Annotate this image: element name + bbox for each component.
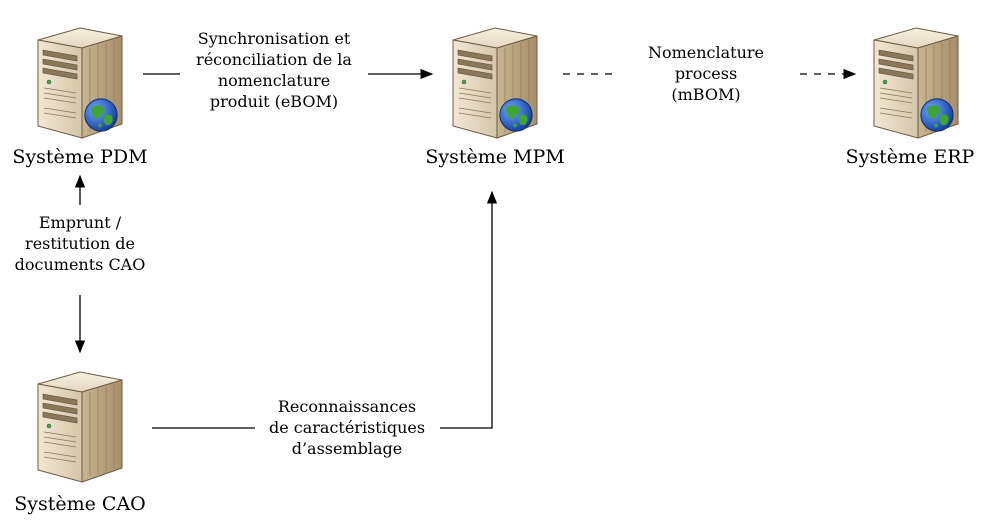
node-label-mpm: Système MPM <box>425 146 565 168</box>
mpm-server-icon <box>445 26 545 141</box>
edge-label-pdm-cao: Emprunt / restitution de documents CAO <box>14 213 146 274</box>
globe-icon <box>921 99 953 131</box>
edge-arrow-cao-mpm <box>440 190 498 429</box>
node-label-pdm: Système PDM <box>12 146 148 168</box>
erp-server-icon <box>866 26 966 141</box>
globe-icon <box>500 99 532 131</box>
cao-server-icon <box>30 370 130 485</box>
node-label-cao: Système CAO <box>14 493 146 515</box>
edge-label-cao-mpm: Reconnaissances de caractéristiques d’as… <box>268 397 426 458</box>
node-label-erp: Système ERP <box>845 146 975 168</box>
pdm-server-icon <box>30 26 130 141</box>
edge-label-mpm-erp: Nomenclature process (mBOM) <box>647 43 765 104</box>
globe-icon <box>85 99 117 131</box>
edge-label-pdm-mpm: Synchronisation et réconciliation de la … <box>196 29 352 111</box>
